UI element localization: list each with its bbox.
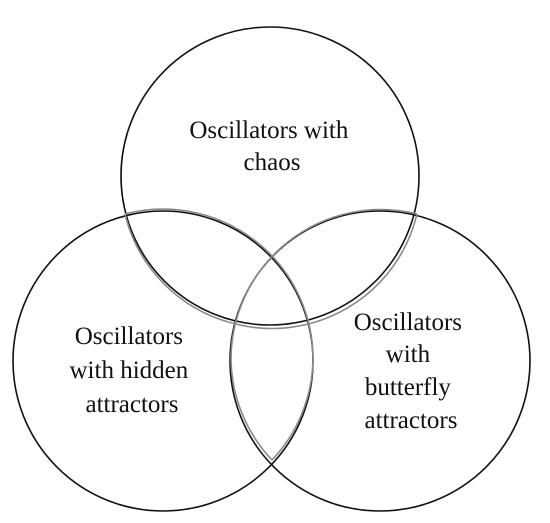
label-butterfly-line-3: butterfly — [365, 374, 452, 401]
label-hidden-line-3: attractors — [85, 391, 178, 418]
overlap-arc-hidden-inner — [271, 360, 314, 461]
label-butterfly-line-4: attractors — [364, 407, 457, 434]
label-hidden-line-2: with hidden — [70, 357, 189, 384]
circle-butterfly-attractors — [229, 210, 531, 512]
overlap-arc-hidden-top — [124, 208, 314, 362]
label-chaos-line-1: Oscillators with — [189, 117, 349, 144]
label-hidden-line-1: Oscillators — [75, 323, 183, 350]
overlap-arc-butterfly-inner — [230, 360, 273, 461]
label-chaos: Oscillators with chaos — [189, 117, 354, 176]
label-butterfly-line-1: Oscillators — [354, 309, 462, 336]
label-butterfly-attractors: Oscillators with butterfly attractors — [354, 309, 469, 434]
overlap-arc-chaos-left — [124, 213, 233, 324]
label-chaos-line-2: chaos — [244, 149, 301, 176]
overlap-arc-butterfly-top — [230, 208, 418, 362]
circle-chaos — [120, 26, 420, 326]
label-hidden-attractors: Oscillators with hidden attractors — [70, 323, 195, 418]
label-butterfly-line-2: with — [386, 341, 431, 368]
overlap-arc-chaos-right — [231, 213, 418, 330]
